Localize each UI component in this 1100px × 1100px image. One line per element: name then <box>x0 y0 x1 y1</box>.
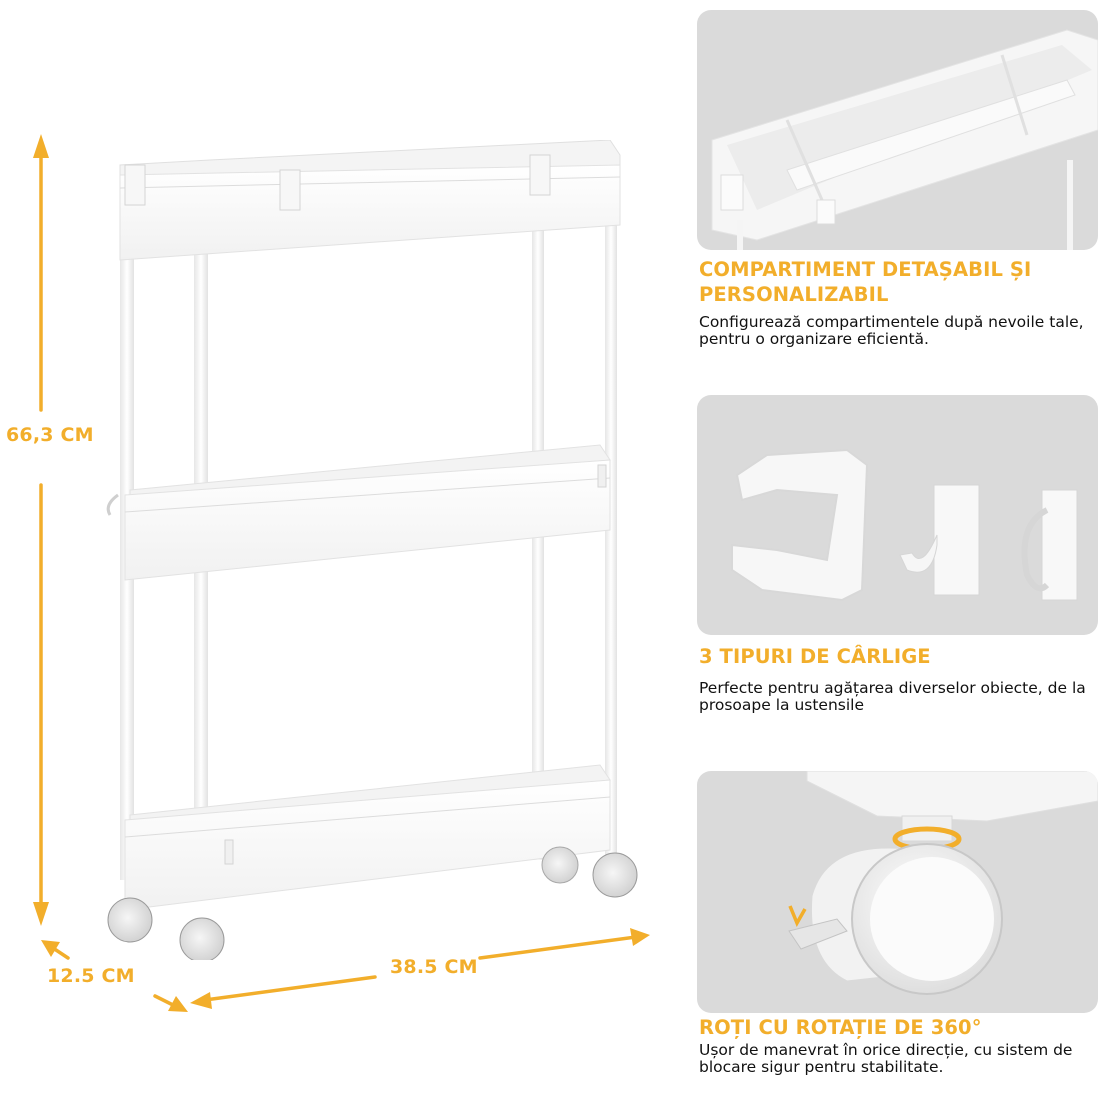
compartment-divider-icon <box>711 29 1098 250</box>
dimension-arrows <box>33 134 650 1012</box>
feature-desc-hooks: Perfecte pentru agățarea diverselor obie… <box>699 679 1086 714</box>
feature-image-hooks <box>697 395 1098 635</box>
storage-cart-image <box>106 140 638 960</box>
feature-image-wheels <box>697 771 1098 1013</box>
feature-image-compartment <box>697 10 1098 250</box>
product-dimension-view: 66,3 CM 12.5 CM 38.5 CM <box>6 134 650 1012</box>
feature-desc-compartment: Configurează compartimentele după nevoil… <box>699 313 1084 348</box>
feature-title-compartment: COMPARTIMENT DETAȘABIL ȘI PERSONALIZABIL <box>699 258 1032 306</box>
feature-title-wheels: ROȚI CU ROTAȚIE DE 360° <box>699 1016 982 1039</box>
depth-dimension-label: 12.5 CM <box>47 965 135 987</box>
width-dimension-label: 38.5 CM <box>390 956 478 978</box>
feature-desc-wheels: Ușor de manevrat în orice direcție, cu s… <box>699 1041 1073 1076</box>
swivel-wheel-icon <box>788 771 1098 995</box>
feature-title-hooks: 3 TIPURI DE CÂRLIGE <box>699 645 931 668</box>
height-dimension-label: 66,3 CM <box>6 424 94 446</box>
hooks-icon <box>731 448 1078 602</box>
